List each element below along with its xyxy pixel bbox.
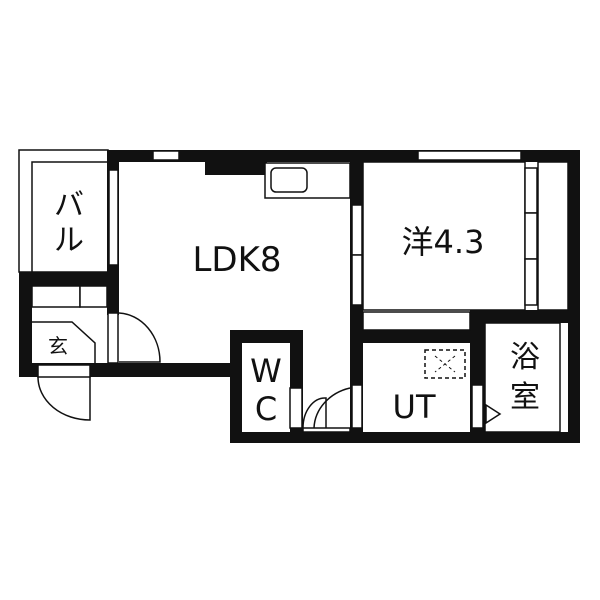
windows bbox=[108, 150, 522, 266]
right-wall bbox=[568, 150, 580, 443]
bathroom-label-1: 浴 bbox=[510, 340, 540, 375]
balcony-label-1: バ bbox=[54, 188, 84, 223]
closet bbox=[537, 161, 569, 311]
ut-top-wall bbox=[363, 330, 473, 343]
ldk-door-frame bbox=[107, 312, 119, 364]
bathroom bbox=[484, 322, 561, 433]
ut-door[interactable] bbox=[302, 384, 363, 433]
balcony-label-2: ル bbox=[54, 223, 84, 258]
utility-label: UT bbox=[393, 388, 436, 426]
balcony bbox=[18, 149, 109, 273]
bath-door[interactable] bbox=[471, 384, 502, 429]
bottom-wall bbox=[230, 432, 580, 443]
western-room-label: 洋4.3 bbox=[402, 223, 485, 261]
ldk-western-sliding-door[interactable] bbox=[351, 204, 363, 306]
threshold bbox=[302, 427, 351, 433]
wc-door[interactable] bbox=[289, 387, 327, 429]
bathroom-label-2: 室 bbox=[510, 380, 540, 415]
entrance-door-frame bbox=[37, 364, 91, 378]
entrance-door-swing bbox=[37, 376, 91, 421]
utility-room bbox=[363, 343, 470, 432]
kitchen-counter bbox=[264, 162, 351, 199]
washing-machine-space-icon bbox=[424, 349, 466, 379]
balcony-inner bbox=[31, 161, 109, 273]
wc-label-1: W bbox=[250, 352, 282, 390]
ldk-door-swing bbox=[118, 312, 161, 363]
ldk-label: LDK8 bbox=[192, 240, 281, 280]
balcony-window bbox=[108, 169, 119, 266]
wall-bump bbox=[205, 150, 267, 175]
bath-top-wall bbox=[470, 310, 568, 323]
western-room bbox=[362, 161, 526, 311]
western-top-window bbox=[417, 150, 522, 161]
shoe-box-right bbox=[79, 285, 108, 308]
ldk-top-window bbox=[152, 150, 180, 161]
entrance-label: 玄 bbox=[48, 334, 68, 358]
shoe-box-left bbox=[31, 285, 81, 308]
step-marker-icon bbox=[485, 403, 502, 425]
closet-sliding-doors bbox=[524, 167, 538, 306]
entrance bbox=[31, 285, 161, 421]
wc-interior bbox=[242, 343, 290, 432]
sink-icon bbox=[270, 167, 308, 193]
wc-label-2: C bbox=[255, 390, 277, 428]
entrance-left-wall bbox=[19, 272, 32, 377]
balcony-bottom-wall bbox=[19, 272, 119, 286]
storage-strip bbox=[362, 311, 471, 331]
